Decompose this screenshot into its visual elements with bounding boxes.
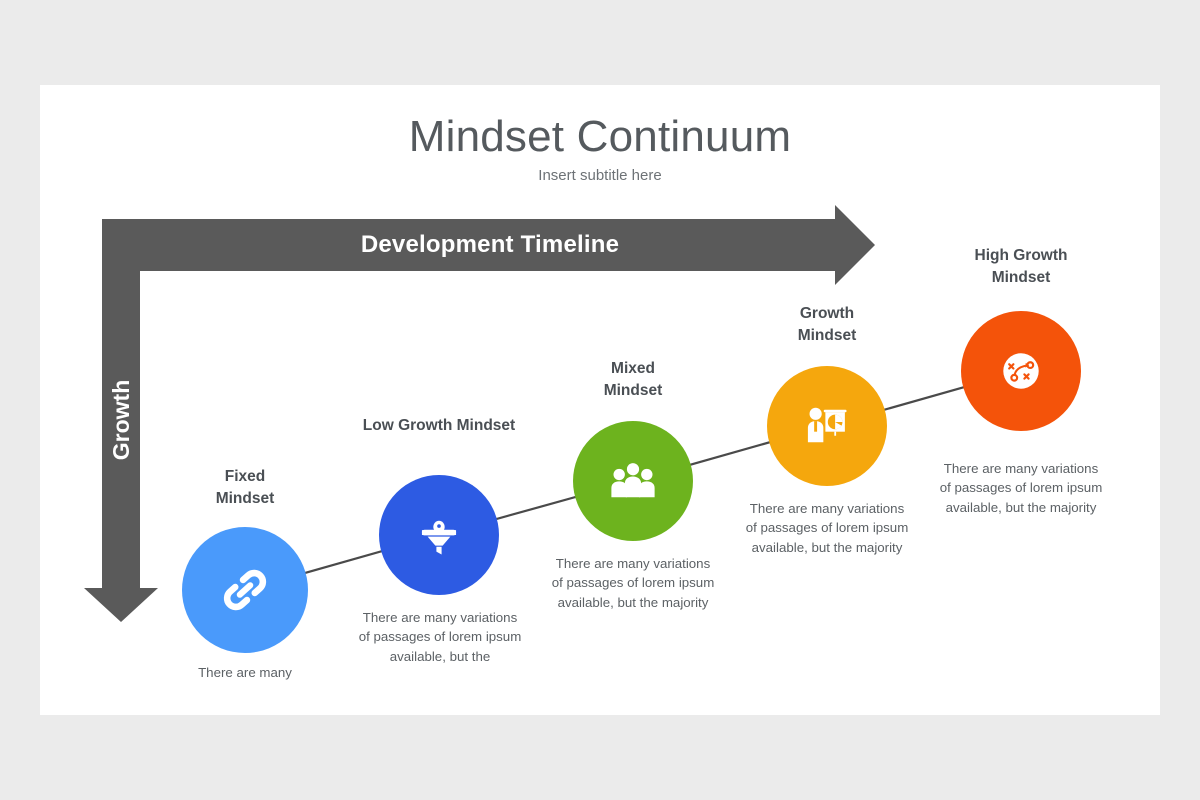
horizontal-arrow-shape <box>102 205 875 285</box>
stage-circle-2[interactable] <box>379 475 499 595</box>
stage-description-3: There are many variations of passages of… <box>551 556 715 610</box>
horizontal-arrow-label: Development Timeline <box>360 231 620 258</box>
stage-description-5: There are many variations of passages of… <box>939 461 1103 515</box>
horizontal-arrow-label-wrap: Development Timeline <box>240 231 740 259</box>
stage-circle-3[interactable] <box>573 421 693 541</box>
page-subtitle: Insert subtitle here <box>538 167 662 184</box>
presentation-chart-icon <box>807 407 847 443</box>
stage-title-1: Fixed Mindset <box>215 468 275 507</box>
stage-circle-5[interactable] <box>961 311 1081 431</box>
chain-link-icon <box>223 569 267 611</box>
page-title: Mindset Continuum <box>408 112 792 161</box>
vertical-arrow-shape <box>84 219 158 622</box>
stage-title-2: Low Growth Mindset <box>362 417 516 434</box>
stage-title-3: Mixed Mindset <box>603 360 663 399</box>
stage-title-5: High Growth Mindset <box>974 247 1068 286</box>
stage-description-1: There are many <box>198 665 292 680</box>
stage-title-4: Growth Mindset <box>797 305 857 344</box>
stage-description-4: There are many variations of passages of… <box>745 501 909 555</box>
stage-circle-1[interactable] <box>182 527 308 653</box>
stage-description-2: There are many variations of passages of… <box>358 610 522 664</box>
stage-circle-4[interactable] <box>767 366 887 486</box>
funnel-filter-icon <box>421 520 457 555</box>
axis-arrows <box>84 205 875 622</box>
strategy-playbook-icon <box>1003 353 1039 389</box>
slide-canvas: Mindset Continuum Insert subtitle here D… <box>40 85 1160 715</box>
people-group-icon <box>611 463 655 498</box>
